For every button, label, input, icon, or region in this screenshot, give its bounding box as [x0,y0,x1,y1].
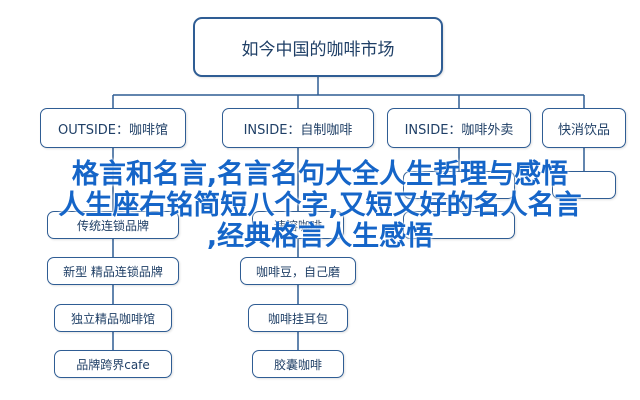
child-node-outside-3: 独立精品咖啡馆 [54,304,172,332]
branch-label: INSIDE：自制咖啡 [243,122,353,138]
child-node-delivery-2 [403,211,515,239]
branch-inside-diy: INSIDE：自制咖啡 [222,108,374,148]
child-node-outside-2: 新型 精品连锁品牌 [47,257,179,285]
overlay-title-line-3: ,经典格言人生感悟 [206,221,434,252]
child-node-inside-1: 速溶咖啡 [252,211,344,239]
child-label: 咖啡豆，自己磨 [255,264,340,279]
child-node-inside-4: 胶囊咖啡 [252,350,344,378]
root-label: 如今中国的咖啡市场 [241,39,395,60]
branch-label: OUTSIDE：咖啡馆 [58,122,168,138]
branch-inside-delivery: INSIDE：咖啡外卖 [387,108,531,148]
child-label: 胶囊咖啡 [273,357,322,372]
child-label: 咖啡挂耳包 [267,311,328,326]
branch-fmcg-drinks: 快消饮品 [542,108,626,148]
child-label: 传统连锁品牌 [76,218,149,233]
child-label: 独立精品咖啡馆 [70,311,155,326]
child-node-inside-2: 咖啡豆，自己磨 [240,257,356,285]
child-node-inside-3: 咖啡挂耳包 [248,304,348,332]
overlay-title-line-2: 人生座右铭简短八个字,又短又好的名人名言 [58,190,582,221]
child-label: 新型 精品连锁品牌 [63,264,163,279]
child-node-fmcg-1 [552,171,616,199]
overlay-title-line-1: 格言和名言,名言名句大全人生哲理与感悟 [71,159,569,190]
child-node-outside-1: 传统连锁品牌 [47,211,179,239]
branch-label: 快消饮品 [557,122,610,138]
root-node: 如今中国的咖啡市场 [193,17,443,77]
child-node-outside-4: 品牌跨界cafe [54,350,172,378]
child-node-delivery-1 [403,171,515,199]
child-label: 速溶咖啡 [273,218,322,233]
child-label: 品牌跨界cafe [76,357,150,372]
branch-outside-cafe: OUTSIDE：咖啡馆 [40,108,186,148]
branch-label: INSIDE：咖啡外卖 [404,122,514,138]
